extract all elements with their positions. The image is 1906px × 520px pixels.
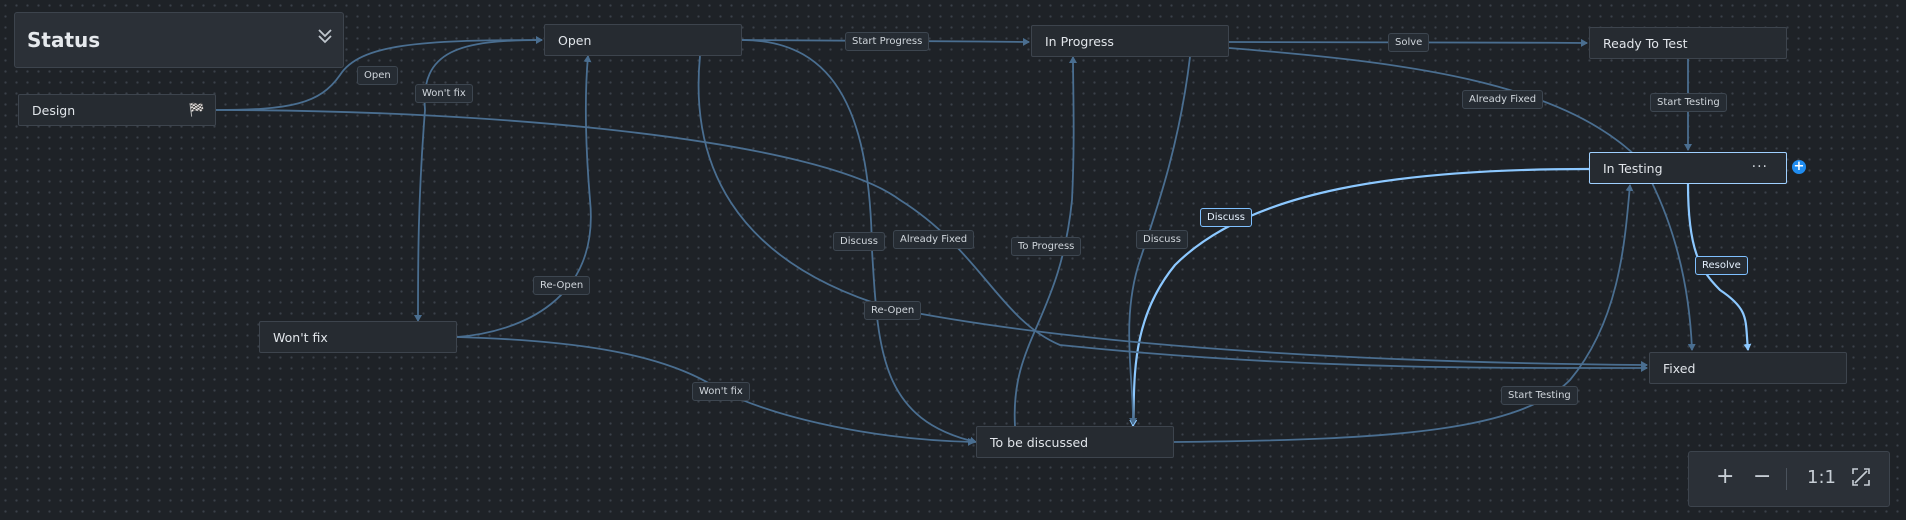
status-node-label: Ready To Test <box>1603 35 1688 51</box>
transition-label[interactable]: Won't fix <box>692 382 750 401</box>
transition-label[interactable]: Re-Open <box>864 301 922 320</box>
status-node-fixed[interactable]: Fixed <box>1649 352 1847 384</box>
status-panel: Status <box>14 12 344 68</box>
transition-edge-design-to-fixed[interactable] <box>215 109 1648 373</box>
transition-label[interactable]: Start Testing <box>1650 93 1727 112</box>
transition-edge-in-testing-to-to-be-discussed[interactable] <box>1129 167 1590 427</box>
status-node-to-be-discussed[interactable]: To be discussed <box>976 426 1174 458</box>
transition-label[interactable]: Solve <box>1388 33 1430 52</box>
zoom-out-button[interactable]: − <box>1753 464 1772 489</box>
fit-to-screen-icon[interactable] <box>1851 467 1871 493</box>
status-node-label: In Testing <box>1603 160 1663 176</box>
transition-edge-to-be-discussed-to-in-progress[interactable] <box>1013 56 1078 427</box>
transition-label[interactable]: Won't fix <box>415 84 473 103</box>
status-node-in-progress[interactable]: In Progress <box>1031 25 1229 57</box>
add-transition-icon[interactable]: + <box>1792 159 1806 174</box>
transition-label[interactable]: Discuss <box>1136 230 1188 249</box>
status-node-open[interactable]: Open <box>544 24 742 56</box>
status-node-label: To be discussed <box>990 434 1089 450</box>
transition-edge-in-testing-to-fixed[interactable] <box>1686 183 1752 351</box>
transition-edge-design-to-open[interactable] <box>215 36 543 111</box>
transition-edge-wont-fix-to-open[interactable] <box>456 55 592 338</box>
zoom-controls: + − 1:1 <box>1688 451 1890 507</box>
transition-label[interactable]: Start Testing <box>1501 386 1578 405</box>
status-node-ready-to-test[interactable]: Ready To Test <box>1589 27 1787 59</box>
transition-edge-open-to-fixed[interactable] <box>697 55 1648 369</box>
more-icon[interactable]: ··· <box>1751 159 1768 175</box>
status-node-in-testing[interactable]: In Testing ··· <box>1589 152 1787 184</box>
divider <box>1786 468 1787 490</box>
transition-label[interactable]: Discuss <box>833 232 885 251</box>
transition-label[interactable]: Start Progress <box>845 32 930 51</box>
transition-label[interactable]: To Progress <box>1011 237 1082 256</box>
transition-label[interactable]: Already Fixed <box>893 230 975 249</box>
status-node-label: Open <box>558 32 592 48</box>
transition-edge-in-progress-to-fixed[interactable] <box>1228 47 1696 351</box>
zoom-in-button[interactable]: + <box>1716 464 1735 489</box>
checkered-flag-icon: 🏁 <box>188 103 205 118</box>
panel-title: Status <box>27 28 101 52</box>
status-node-wont-fix[interactable]: Won't fix <box>259 321 457 353</box>
status-node-label: Won't fix <box>273 329 328 345</box>
status-node-design[interactable]: Design 🏁 <box>18 94 216 126</box>
transition-edge-in-progress-to-to-be-discussed[interactable] <box>1128 56 1191 425</box>
transition-edge-open-to-wont-fix[interactable] <box>414 39 543 322</box>
transition-label[interactable]: Open <box>357 66 398 85</box>
transition-label[interactable]: Discuss <box>1200 208 1252 227</box>
transition-label[interactable]: Resolve <box>1695 256 1748 275</box>
status-node-label: Fixed <box>1663 360 1696 376</box>
chevron-double-down-icon[interactable] <box>317 27 333 50</box>
transition-label[interactable]: Re-Open <box>533 276 591 295</box>
status-node-label: In Progress <box>1045 33 1114 49</box>
transition-label[interactable]: Already Fixed <box>1462 90 1544 109</box>
zoom-reset-button[interactable]: 1:1 <box>1807 467 1836 488</box>
status-node-label: Design <box>32 102 76 118</box>
